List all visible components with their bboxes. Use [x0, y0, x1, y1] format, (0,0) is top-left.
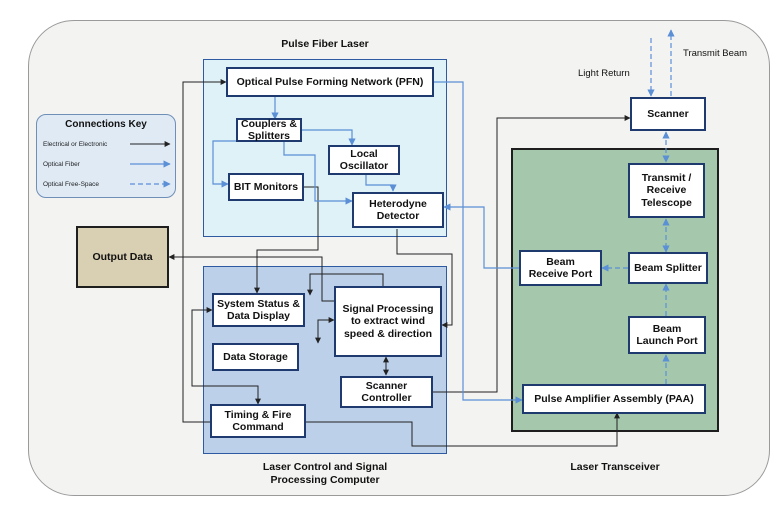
- output-data-box: Output Data: [76, 226, 169, 288]
- signal-to-datastorage: [315, 317, 335, 344]
- paa-box: Pulse Amplifier Assembly (PAA): [522, 384, 706, 414]
- telescope-box: Transmit / Receive Telescope: [628, 163, 705, 218]
- signal-to-output: [168, 254, 334, 302]
- scanner-ctrl-to-scanner: [433, 115, 631, 393]
- laser-control-label: Laser Control and Signal Processing Comp…: [262, 461, 388, 486]
- local-oscillator-box: Local Oscillator: [328, 145, 400, 175]
- receive-to-heterodyne: [443, 203, 519, 269]
- system-timing-loop: [191, 307, 261, 405]
- beam-launch-port-box: Beam Launch Port: [628, 316, 706, 354]
- heterodyne-to-signal: [396, 229, 453, 328]
- electrical-connections: [168, 79, 631, 447]
- beam-receive-port-box: Beam Receive Port: [519, 250, 602, 286]
- system-status-box: System Status & Data Display: [212, 293, 305, 327]
- pulse-fiber-laser-label: Pulse Fiber Laser: [281, 38, 369, 50]
- optical-free-space-connections: [601, 29, 675, 384]
- scanner-box: Scanner: [630, 97, 706, 131]
- timing-to-paa: [306, 412, 620, 447]
- heterodyne-detector-box: Heterodyne Detector: [352, 192, 444, 228]
- laser-transceiver-label: Laser Transceiver: [570, 461, 660, 473]
- couplers-splitters-box: Couplers & Splitters: [236, 118, 302, 142]
- connections-key: [36, 114, 176, 198]
- beam-splitter-box: Beam Splitter: [628, 252, 708, 284]
- optical-fiber-connections: [212, 81, 523, 404]
- couplers-to-lo: [302, 129, 356, 146]
- bit-to-system-status: [254, 186, 319, 294]
- transmit-beam-label: Transmit Beam: [683, 48, 748, 59]
- signal-to-system: [307, 273, 384, 296]
- key-electrical-label: Electrical or Electronic: [43, 141, 108, 148]
- timing-fire-box: Timing & Fire Command: [210, 404, 306, 438]
- signal-processing-box: Signal Processing to extract wind speed …: [334, 286, 442, 357]
- light-return-label: Light Return: [578, 68, 630, 79]
- data-storage-box: Data Storage: [212, 343, 299, 371]
- key-optical-free-space-label: Optical Free-Space: [43, 181, 99, 188]
- couplers-to-bit: [212, 140, 241, 188]
- connections-key-title: Connections Key: [65, 119, 147, 130]
- timing-to-pfn: [182, 79, 227, 423]
- lo-to-heterodyne: [365, 174, 397, 192]
- bit-monitors-box: BIT Monitors: [228, 173, 304, 201]
- couplers-to-heterodyne: [283, 141, 353, 205]
- pfn-box: Optical Pulse Forming Network (PFN): [226, 67, 434, 97]
- pfn-to-paa: [434, 81, 523, 404]
- key-optical-fiber-label: Optical Fiber: [43, 161, 80, 168]
- scanner-controller-box: Scanner Controller: [340, 376, 433, 408]
